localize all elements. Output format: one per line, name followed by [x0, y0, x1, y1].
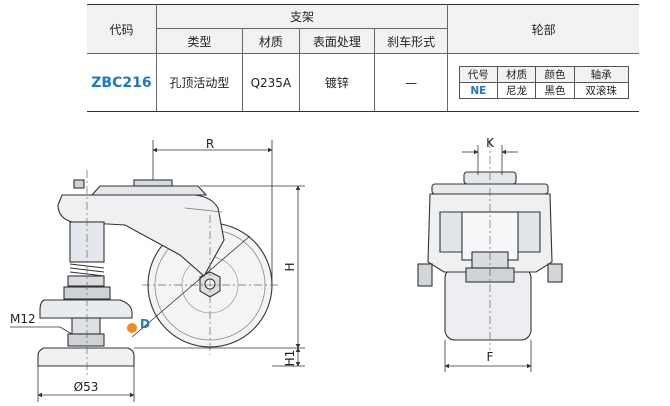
- dimension-h-label: H: [283, 262, 297, 271]
- wheel-subtable: 代号 材质 颜色 轴承 NE 尼龙 黑色 双滚珠: [458, 66, 629, 99]
- foot-pad: [37, 347, 135, 367]
- dimension-h1-label: H1: [283, 350, 297, 367]
- top-bolt: [133, 179, 173, 187]
- header-wheel: 轮部: [447, 4, 639, 54]
- lock-nut: [67, 275, 105, 287]
- wheel-value-code: NE: [458, 82, 498, 99]
- dimension-d-label: D: [140, 317, 150, 331]
- front-axle-nut: [417, 263, 433, 287]
- side-view: [37, 179, 273, 367]
- base-pad: [39, 299, 133, 319]
- row-code: ZBC216: [87, 53, 157, 112]
- row-type: 孔顶活动型: [156, 53, 243, 112]
- subheader-brake: 刹车形式: [374, 28, 449, 54]
- row-brake: —: [374, 53, 449, 112]
- wheel-header-bearing: 轴承: [573, 66, 629, 83]
- top-plate: [90, 185, 208, 196]
- header-code: 代码: [87, 4, 157, 54]
- row-wheel: 代号 材质 颜色 轴承 NE 尼龙 黑色 双滚珠: [447, 53, 639, 112]
- thread-m12-label: M12: [10, 312, 36, 326]
- subheader-type: 类型: [156, 28, 243, 54]
- dimension-f-label: F: [487, 350, 494, 364]
- diameter-badge-icon: [127, 323, 137, 333]
- spec-table: 代码 支架 轮部 类型 材质 表面处理 刹车形式 ZBC216 孔顶活动型 Q2…: [87, 4, 639, 112]
- dimension-r-label: R: [206, 137, 214, 151]
- wheel-value-bearing: 双滚珠: [573, 82, 629, 99]
- dimension-k-label: K: [486, 136, 495, 150]
- dimension-phi53-label: Ø53: [74, 380, 99, 394]
- wheel-value-color: 黑色: [535, 82, 575, 99]
- subheader-surface: 表面处理: [299, 28, 375, 54]
- wheel-header-code: 代号: [458, 66, 498, 83]
- bracket-arm: [57, 194, 225, 277]
- row-material: Q235A: [242, 53, 300, 112]
- stud: [71, 317, 101, 335]
- header-bracket: 支架: [156, 4, 449, 29]
- subheader-material: 材质: [242, 28, 300, 54]
- row-surface: 镀锌: [299, 53, 375, 112]
